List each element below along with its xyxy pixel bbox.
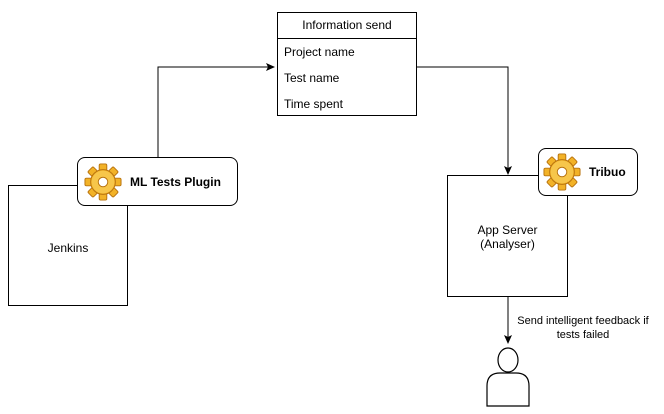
- jenkins-box: Jenkins: [8, 185, 128, 306]
- ml-tests-plugin-box: ML Tests Plugin: [77, 157, 238, 206]
- app-server-role: (Analyser): [480, 237, 535, 251]
- gear-icon: [84, 162, 122, 201]
- feedback-line-2: tests failed: [556, 329, 610, 341]
- gear-icon: [543, 153, 581, 191]
- information-send-title: Information send: [278, 13, 416, 39]
- jenkins-label: Jenkins: [47, 241, 89, 255]
- feedback-line-1: Send intelligent feedback if: [517, 315, 649, 327]
- info-row-time-spent: Time spent: [284, 97, 343, 111]
- app-server-label: App Server (Analyser): [448, 223, 567, 251]
- tribuo-box: Tribuo: [538, 148, 638, 196]
- info-row-project-name: Project name: [284, 45, 355, 59]
- app-server-name: App Server: [477, 223, 538, 237]
- tribuo-label: Tribuo: [589, 165, 626, 179]
- info-row-test-name: Test name: [284, 71, 340, 85]
- info-to-server-connector: [417, 66, 512, 175]
- information-send-table: Information send Project name Test name …: [277, 12, 417, 116]
- user-icon: [486, 347, 530, 407]
- plugin-to-info-connector: [157, 63, 275, 157]
- ml-tests-plugin-label: ML Tests Plugin: [130, 174, 221, 189]
- feedback-label: Send intelligent feedback if tests faile…: [508, 314, 658, 342]
